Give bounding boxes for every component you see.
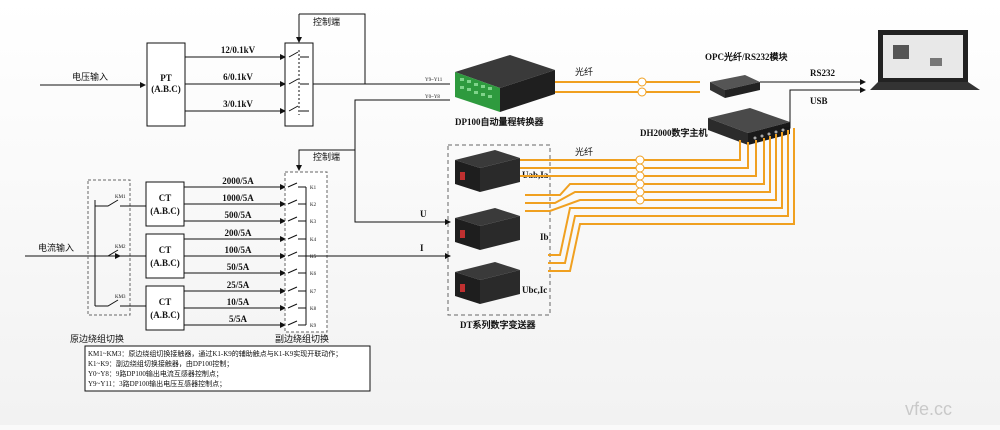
note-3: Y0~Y8：9路DP100输出电流互感器控制点； [88,369,223,378]
ct-ratio-6: 50/5A [227,262,250,272]
y9y11-label: Y9~Y11 [425,78,443,83]
km2-label: KM2 [115,245,126,250]
pt-sub: (A.B.C) [151,84,181,94]
dp100-device [455,55,555,112]
y0y8-label: Y0~Y8 [425,95,440,100]
ct-ratio-5: 100/5A [225,245,253,255]
dt-ch3-label: Ubc,Ic [522,285,547,295]
u-signal-label: U [420,209,427,219]
pt-control-label: 控制端 [313,16,340,27]
pt-ratio-3: 3/0.1kV [223,99,253,109]
pt-switch-contacts [288,50,309,115]
k4-label: K4 [310,238,317,243]
ct-ratio-4: 200/5A [225,228,253,238]
watermark: vfe.cc [905,399,952,419]
ct2-sub: (A.B.C) [150,258,180,268]
fiber-label-top: 光纤 [575,66,593,77]
opc-label: OPC光纤/RS232模块 [705,51,789,62]
primary-switch-frame [87,179,131,316]
pt-ratio-1: 12/0.1kV [221,45,256,55]
dt-label: DT系列数字变送器 [460,319,537,330]
km3-label: KM3 [115,295,126,300]
fiber-label-bottom: 光纤 [575,146,593,157]
pt-ratio-2: 6/0.1kV [223,72,253,82]
i-signal-label: I [420,243,424,253]
ct-ratio-lines [184,184,286,328]
dt-device-1 [455,150,520,192]
ct-ratio-1: 2000/5A [222,176,254,186]
k9-label: K9 [310,324,317,329]
dh2000-label: DH2000数字主机 [640,127,708,138]
ct1-title: CT [159,193,172,203]
ct-ratio-9: 5/5A [229,314,248,324]
k7-label: K7 [310,290,317,295]
dh2000-device [708,108,790,145]
k1-label: K1 [310,186,317,191]
fiber-couplers-top [637,77,647,97]
note-2: K1~K9：副边绕组切换接触器，由DP100控制； [88,359,233,368]
k6-label: K6 [310,272,317,277]
current-input-label: 电流输入 [38,242,74,253]
notes-box [84,345,371,392]
fiber-dt-dh2000 [520,128,795,272]
pt-title: PT [160,73,172,83]
ct3-title: CT [159,297,172,307]
k2-label: K2 [310,203,317,208]
km1-label: KM1 [115,195,126,200]
dp100-label: DP100自动量程转换器 [455,116,544,127]
note-4: Y9~Y11：3路DP100输出电压互感器控制点； [88,379,226,388]
km-switches [94,199,146,307]
ct-ratio-2: 1000/5A [222,193,254,203]
ct-ratio-7: 25/5A [227,280,250,290]
ct1-sub: (A.B.C) [150,206,180,216]
k8-label: K8 [310,307,317,312]
ct-ratio-8: 10/5A [227,297,250,307]
laptop [870,30,980,90]
voltage-input-label: 电压输入 [72,71,108,82]
usb-label: USB [810,96,828,106]
ct-control-label: 控制端 [313,151,340,162]
dt-device-3 [455,262,520,304]
opc-module [710,75,760,98]
k5-label: K5 [310,255,317,260]
primary-switch-label: 原边绕组切换 [70,333,124,344]
k3-label: K3 [310,220,317,225]
ct3-sub: (A.B.C) [150,310,180,320]
rs232-label: RS232 [810,68,836,78]
ct2-title: CT [159,245,172,255]
dt-frame [447,144,551,316]
fiber-dp100-opc [555,81,700,93]
pt-ratio-lines [185,54,286,114]
ct-ratio-3: 500/5A [225,210,253,220]
note-1: KM1~KM3：原边绕组切换接触器，通过K1-K9的辅助触点与K1-K9实现开联… [88,349,342,358]
dt-ch2-label: Ib [540,232,549,242]
ct-boxes [145,181,185,331]
secondary-switch-label: 副边绕组切换 [275,333,329,344]
fiber-couplers-bottom [635,155,645,205]
dt-device-2 [455,208,520,250]
